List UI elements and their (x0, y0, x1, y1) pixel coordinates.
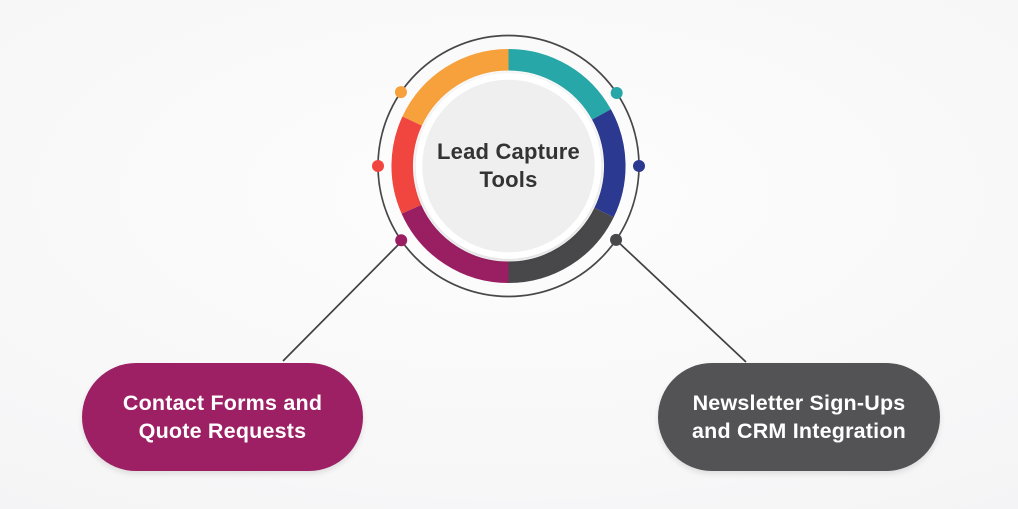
indigo-dot (633, 160, 645, 172)
node-label-line2: Quote Requests (138, 419, 307, 443)
node-newsletter-sign-ups-and-crm-integration: Newsletter Sign-Ups and CRM Integration (658, 363, 940, 471)
connector-line-left (282, 240, 403, 362)
ring-segment-magenta (401, 204, 509, 284)
ring-segment-orange (402, 48, 509, 126)
red-dot (372, 160, 384, 172)
hub-label-line2: Tools (479, 167, 538, 192)
orange-dot (394, 86, 407, 99)
hub-label-line1: Lead Capture (437, 139, 580, 164)
hub-inner-circle (415, 73, 602, 259)
ring-segment-indigo (591, 109, 626, 218)
ring-segment-dark-gray (508, 207, 614, 284)
node-label-line1: Newsletter Sign-Ups (692, 391, 906, 415)
dark-gray-dot (610, 233, 623, 246)
node-contact-forms-and-quote-requests: Contact Forms and Quote Requests (82, 363, 363, 471)
ring-segment-red (391, 116, 423, 214)
teal-dot (610, 87, 623, 100)
ring-segment-teal (508, 48, 611, 120)
hub-label: Lead Capture Tools (437, 138, 580, 194)
node-label-line2: and CRM Integration (691, 419, 906, 443)
connector-line-right (615, 239, 747, 363)
magenta-dot (395, 234, 408, 247)
node-label-line1: Contact Forms and (122, 391, 323, 415)
